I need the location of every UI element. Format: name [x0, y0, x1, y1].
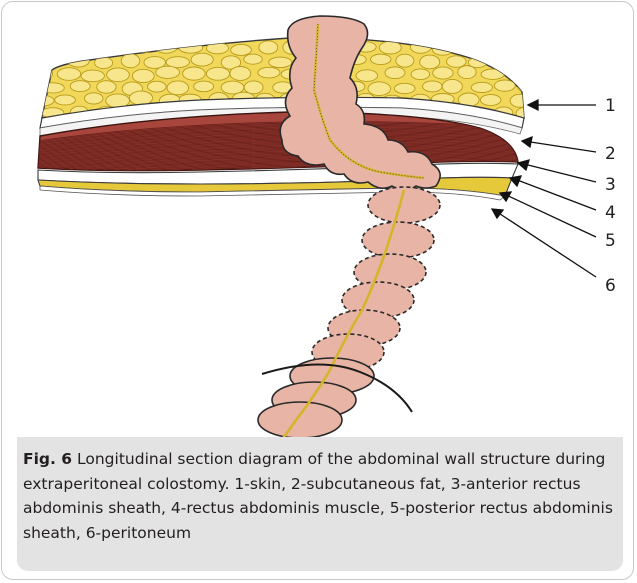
- fat-cell: [480, 42, 503, 56]
- fat-cell: [97, 81, 116, 94]
- fat-cell: [129, 91, 152, 105]
- fat-cell: [510, 94, 529, 107]
- fat-cell: [133, 41, 154, 53]
- fat-cell: [494, 80, 515, 91]
- colon-segment: [258, 402, 342, 437]
- fat-cell: [471, 82, 492, 92]
- label-6: 6: [605, 276, 616, 296]
- fat-cell: [442, 79, 462, 93]
- fat-cell: [519, 54, 540, 68]
- fat-cell: [432, 43, 453, 55]
- fat-cell: [81, 70, 104, 82]
- label-3: 3: [605, 175, 616, 195]
- fat-cell: [356, 70, 378, 82]
- fat-cell: [84, 41, 104, 54]
- fat-cell: [191, 53, 213, 66]
- fat-cell: [244, 54, 262, 64]
- colon-segments: [258, 187, 440, 437]
- label-2: 2: [605, 144, 616, 164]
- fat-cell: [41, 83, 64, 93]
- fat-cell: [156, 66, 180, 78]
- fat-cell: [154, 39, 178, 53]
- fat-cell: [45, 53, 65, 64]
- fat-cell: [194, 81, 214, 92]
- fat-cell: [108, 41, 129, 52]
- fat-cell: [55, 95, 76, 105]
- fat-cell: [371, 54, 391, 64]
- fat-cell: [480, 95, 501, 106]
- fat-cell: [231, 44, 252, 55]
- fat-cell: [34, 43, 53, 54]
- figure-label: Fig. 6: [23, 450, 72, 468]
- fat-cell: [509, 43, 531, 56]
- fat-cell: [206, 67, 229, 80]
- fat-cell: [183, 67, 206, 80]
- fat-cell: [446, 56, 466, 67]
- fat-cell: [420, 55, 440, 69]
- figure-caption: Fig. 6 Longitudinal section diagram of t…: [17, 437, 623, 571]
- fat-cell: [244, 81, 263, 94]
- fat-cell: [458, 66, 476, 79]
- fat-cell: [258, 67, 280, 78]
- colon-segment: [362, 222, 434, 258]
- label-5: 5: [605, 231, 616, 251]
- fat-cell: [70, 81, 90, 92]
- fat-cell: [368, 82, 391, 96]
- fat-cell: [507, 68, 527, 78]
- fat-cell: [230, 66, 251, 80]
- fat-cell: [518, 82, 539, 93]
- fat-cell: [132, 69, 154, 82]
- abdominal-wall-diagram: 1 2 3 4 5 6: [0, 0, 637, 437]
- fat-cell: [385, 67, 405, 79]
- layer-numbers: 1 2 3 4 5 6: [605, 96, 616, 296]
- fat-cell: [67, 54, 89, 67]
- fat-cell: [411, 69, 430, 80]
- fat-cell: [121, 54, 140, 68]
- fat-cell: [58, 41, 76, 55]
- fat-cell: [423, 81, 442, 92]
- fat-cell: [107, 68, 130, 82]
- fat-cell: [396, 54, 414, 67]
- caption-text: Longitudinal section diagram of the abdo…: [23, 450, 613, 542]
- fat-cell: [259, 41, 278, 54]
- fat-cell: [57, 68, 80, 81]
- fat-cell: [269, 57, 292, 68]
- label-1: 1: [605, 96, 616, 116]
- fat-cell: [455, 42, 477, 53]
- fat-cell: [33, 95, 54, 105]
- fat-cell: [394, 83, 415, 93]
- label-4: 4: [605, 203, 616, 223]
- fat-cell: [148, 81, 167, 92]
- fat-cell: [167, 81, 189, 95]
- fat-cell: [433, 67, 453, 79]
- fat-cell: [379, 41, 401, 54]
- fat-cell: [481, 69, 504, 79]
- fat-cell: [494, 54, 512, 66]
- fat-cell: [84, 93, 103, 104]
